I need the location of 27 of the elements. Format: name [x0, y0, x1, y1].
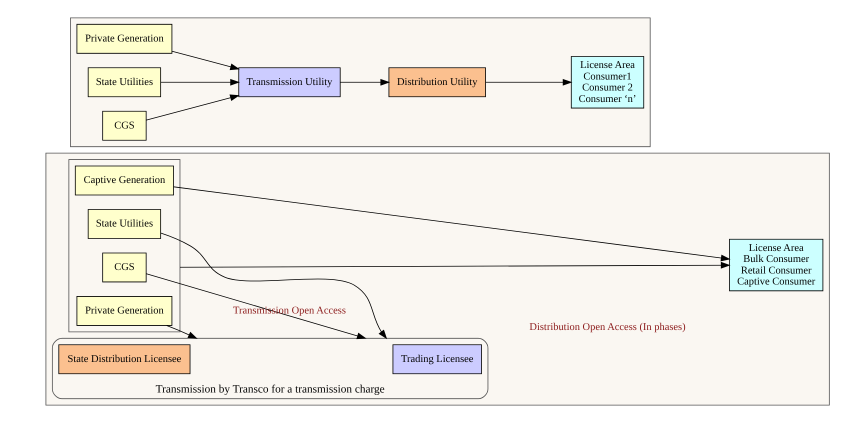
- node-box: State Distribution Licensee: [58, 344, 190, 374]
- arrow: [160, 78, 240, 86]
- node-box: CGS: [102, 252, 146, 282]
- arrow: [339, 78, 390, 86]
- label: Distribution Open Access (In phases): [528, 322, 686, 333]
- arrow: [171, 50, 240, 70]
- arrow: [145, 273, 366, 340]
- node-box: Private Generation: [76, 296, 172, 326]
- node-box: State Utilities: [87, 209, 161, 239]
- cluster: [45, 152, 830, 406]
- node-box: License Area Bulk Consumer Retail Consumer Captive Consumer: [728, 238, 823, 292]
- node-box: CGS: [102, 110, 146, 141]
- arrow: [179, 262, 730, 269]
- arrow: [484, 78, 572, 86]
- node-box: Private Generation: [76, 24, 172, 54]
- arrow: [172, 186, 730, 262]
- node-box: License Area Consumer1 Consumer 2 Consumer ‘n’: [570, 56, 644, 108]
- cluster: [70, 17, 650, 148]
- node-box: State Utilities: [87, 67, 161, 98]
- arrow: [160, 232, 387, 340]
- arrow: [166, 325, 198, 339]
- node-box: Distribution Utility: [388, 67, 486, 98]
- node-box: Trading Licensee: [392, 344, 482, 374]
- arrow: [145, 94, 240, 121]
- cluster: [68, 159, 180, 332]
- node-box: Transmission Utility: [238, 67, 340, 98]
- node-box: Captive Generation: [74, 166, 174, 196]
